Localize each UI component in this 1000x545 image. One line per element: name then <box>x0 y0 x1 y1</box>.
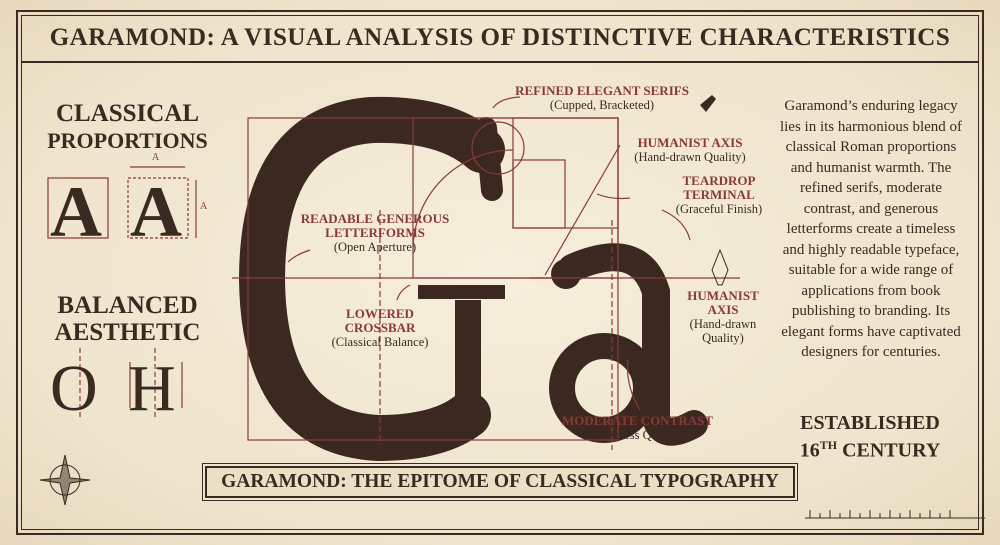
measure-label: A <box>152 152 160 163</box>
annotation-label: REFINED ELEGANT SERIFS <box>515 83 689 98</box>
letter-a-measured: A <box>130 172 182 252</box>
annotation-sub: (Open Aperture) <box>333 240 417 254</box>
page-title: GARAMOND: A VISUAL ANALYSIS OF DISTINCTI… <box>21 15 979 63</box>
letter-o-sample: O <box>50 352 98 425</box>
annotation-sub: (Graceful Finish) <box>675 202 763 216</box>
heading-line: AESTHETIC <box>54 319 201 346</box>
measure-label: A <box>200 201 208 212</box>
annotation-sub: (Hand-drawn Quality) <box>689 317 757 345</box>
annotation-label: HUMANIST AXIS <box>687 288 759 317</box>
heading-line: CLASSICAL <box>55 100 200 127</box>
heading-line: BALANCED <box>57 292 198 319</box>
annotation-teardrop-terminal: TEARDROP TERMINAL(Graceful Finish) <box>665 173 773 217</box>
annotation-refined-serifs: REFINED ELEGANT SERIFS(Cupped, Bracketed… <box>512 83 692 113</box>
glyph-lowercase-a <box>549 243 708 446</box>
annotation-sub: (Classical Balance) <box>331 335 429 349</box>
century-suffix: TH <box>819 438 838 452</box>
annotation-lowered-crossbar: LOWERED CROSSBAR(Classical Balance) <box>325 306 435 350</box>
balanced-aesthetic-heading: BALANCED AESTHETIC <box>40 292 215 346</box>
letter-a-sample: A <box>50 172 102 252</box>
bottom-banner: GARAMOND: THE EPITOME OF CLASSICAL TYPOG… <box>202 463 798 501</box>
annotation-sub: (Hand-drawn Quality) <box>634 150 746 164</box>
heading-line: PROPORTIONS <box>47 128 208 153</box>
annotation-readable-letterforms: READABLE GENEROUS LETTERFORMS(Open Apert… <box>300 211 450 255</box>
century-text: CENTURY <box>837 439 941 462</box>
annotation-sub: (Timeless Quality) <box>590 428 685 442</box>
established-line: ESTABLISHED <box>800 412 940 434</box>
annotation-sub: (Cupped, Bracketed) <box>549 98 655 112</box>
annotation-label: HUMANIST AXIS <box>637 135 743 150</box>
century-number: 16 <box>799 439 820 462</box>
letter-h-sample: H <box>128 352 176 425</box>
annotation-humanist-axis-right: HUMANIST AXIS(Hand-drawn Quality) <box>678 288 768 346</box>
ruler-icon <box>805 510 985 519</box>
description-text: Garamond’s enduring legacy lies in its h… <box>779 98 963 360</box>
annotation-label: LOWERED CROSSBAR <box>344 306 416 335</box>
annotation-label: TEARDROP TERMINAL <box>682 173 756 202</box>
century-line: 16TH CENTURY <box>790 434 950 462</box>
inner-frame <box>21 15 979 530</box>
compass-rose-icon <box>39 454 91 506</box>
classical-proportions-heading: CLASSICAL PROPORTIONS <box>40 100 215 154</box>
outer-frame <box>16 10 984 535</box>
annotation-humanist-axis-top: HUMANIST AXIS(Hand-drawn Quality) <box>625 135 755 165</box>
fountain-pen-icon <box>700 95 729 286</box>
established-label: ESTABLISHED 16TH CENTURY <box>790 412 950 462</box>
annotation-moderate-contrast: MODERATE CONTRAST(Timeless Quality) <box>555 413 720 443</box>
annotation-label: MODERATE CONTRAST <box>561 413 714 428</box>
glyph-capital-g <box>238 96 505 462</box>
annotation-label: READABLE GENEROUS LETTERFORMS <box>300 211 450 240</box>
